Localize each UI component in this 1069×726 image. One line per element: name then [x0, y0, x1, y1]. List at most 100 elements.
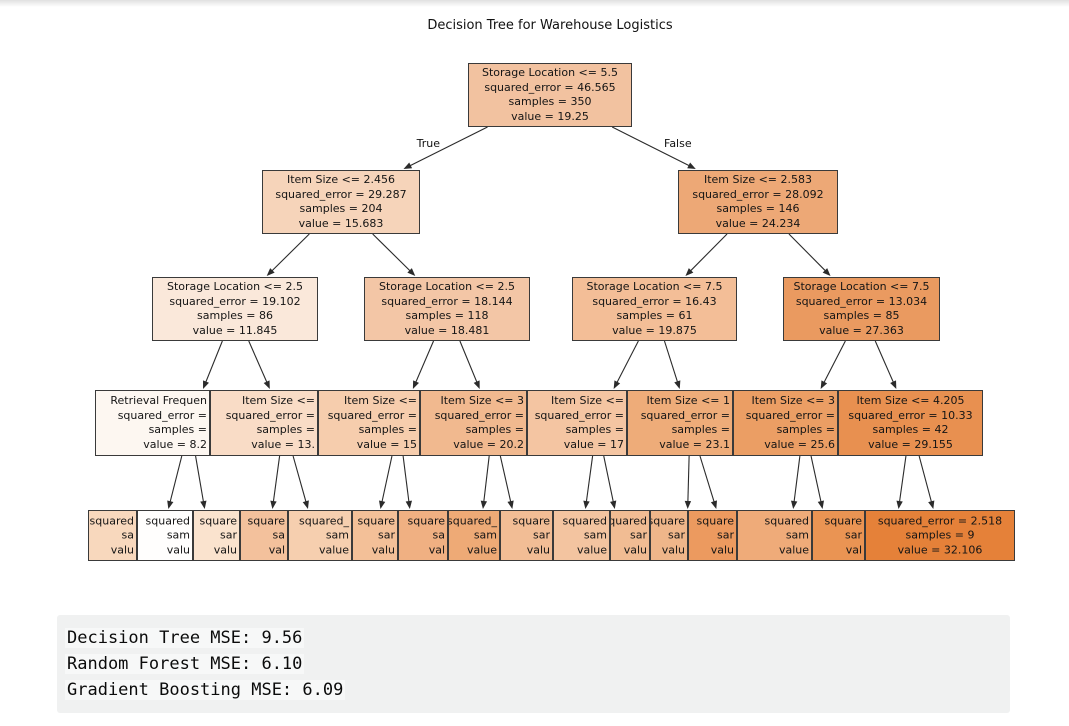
- tree-edge-arrowhead-icon: [507, 500, 514, 509]
- node-label-line: Item Size <=: [343, 394, 417, 407]
- tree-edge-line: [292, 455, 308, 505]
- tree-edge-arrowhead-icon: [928, 500, 935, 509]
- node-label-line: valu: [661, 542, 685, 556]
- tree-node-n4c: Item Size <=squared_error =samples =valu…: [318, 390, 420, 456]
- node-label-line: value = 13.: [251, 437, 315, 451]
- results-line: Random Forest MSE: 6.10: [65, 651, 1002, 677]
- node-label-line: samples = 146: [716, 202, 800, 215]
- node-label-line: Item Size <= 1: [646, 394, 730, 407]
- tree-edge-arrowhead-icon: [820, 380, 828, 389]
- tree-edge-line: [699, 455, 716, 505]
- tree-node-n4b: Item Size <=squared_error =samples =valu…: [210, 390, 318, 456]
- node-label-line: squared_error =: [640, 408, 730, 422]
- node-label-line: squared_error = 46.565: [484, 80, 616, 94]
- node-label-line: value = 15: [356, 437, 417, 451]
- node-label-line: Retrieval Frequen: [110, 394, 207, 407]
- tree-edge-arrowhead-icon: [674, 380, 681, 389]
- node-label-line: samples = 61: [616, 309, 693, 322]
- tree-edge-line: [663, 340, 679, 385]
- tree-edge-arrowhead-icon: [817, 500, 824, 509]
- node-label-line: value: [466, 542, 497, 556]
- node-label-line: squared: [611, 513, 647, 527]
- node-label-line: samples =: [148, 423, 207, 436]
- node-label-line: value = 17: [563, 437, 624, 451]
- node-label-line: samples = 85: [823, 309, 900, 322]
- node-label-line: value: [318, 542, 349, 556]
- node-label-line: value = 8.2: [143, 437, 207, 451]
- node-label-line: sa: [272, 528, 285, 542]
- node-label-line: sar: [378, 528, 395, 542]
- node-label-line: squared_error = 28.092: [692, 187, 824, 201]
- tree-edge-line: [793, 455, 801, 505]
- node-label-line: value = 32.106: [897, 542, 983, 556]
- node-label-line: squared: [562, 513, 607, 527]
- node-label-line: sam: [583, 528, 607, 542]
- node-label-line: squared_error =: [327, 408, 417, 422]
- tree-edge-arrowhead-icon: [890, 380, 897, 389]
- node-label-line: squared_error = 16.43: [592, 294, 717, 308]
- node-label-line: square: [247, 513, 285, 527]
- results-output: Decision Tree MSE: 9.56 Random Forest MS…: [57, 615, 1010, 713]
- node-label-line: value = 24.234: [715, 216, 801, 230]
- node-label-line: Storage Location <= 7.5: [793, 280, 930, 293]
- node-label-line: sar: [717, 528, 734, 542]
- node-label-line: squared: [145, 513, 190, 527]
- tree-edge-arrowhead-icon: [167, 500, 174, 509]
- tree-edge-line: [585, 455, 594, 505]
- tree-edge-arrowhead-icon: [710, 500, 717, 509]
- node-label-line: valu: [526, 542, 550, 556]
- node-label-line: value = 20.2: [453, 437, 524, 451]
- node-label-line: squared: [89, 513, 134, 527]
- tree-edge-line: [615, 340, 639, 385]
- node-label-line: sar: [668, 528, 685, 542]
- node-label-line: samples = 118: [405, 309, 489, 322]
- tree-edge-arrowhead-icon: [407, 268, 416, 276]
- node-label-line: square: [199, 513, 237, 527]
- tree-edge-arrowhead-icon: [412, 380, 419, 389]
- tree-edge-arrowhead-icon: [379, 500, 386, 509]
- tree-edge-arrowhead-icon: [473, 380, 480, 389]
- tree-edge-line: [248, 340, 269, 385]
- results-line: Gradient Boosting MSE: 6.09: [65, 677, 1002, 703]
- node-label-line: Item Size <=: [550, 394, 624, 407]
- node-label-line: samples =: [358, 423, 417, 436]
- results-line-text: Random Forest MSE: 6.10: [65, 654, 305, 674]
- tree-edge-line: [414, 340, 435, 385]
- tree-edge-arrowhead-icon: [200, 500, 207, 509]
- tree-edge-line: [874, 340, 895, 385]
- node-label-line: sam: [166, 528, 190, 542]
- node-label-line: squared_error = 10.33: [848, 408, 973, 422]
- tree-edge-line: [272, 455, 281, 505]
- node-label: Item Size <=squared_error =samples =valu…: [226, 394, 315, 452]
- node-label-line: samples = 86: [197, 309, 273, 322]
- edge-label-false: False: [664, 137, 692, 150]
- node-label: Item Size <=squared_error =samples =valu…: [328, 394, 417, 452]
- node-label-line: samples = 350: [508, 95, 592, 108]
- edge-label-true: True: [416, 137, 440, 150]
- node-label-line: squared_error = 2.518: [877, 513, 1003, 527]
- node-label-line: squared_error =: [225, 408, 315, 422]
- node-label-line: sa: [121, 528, 134, 542]
- node-label-line: samples =: [465, 423, 524, 436]
